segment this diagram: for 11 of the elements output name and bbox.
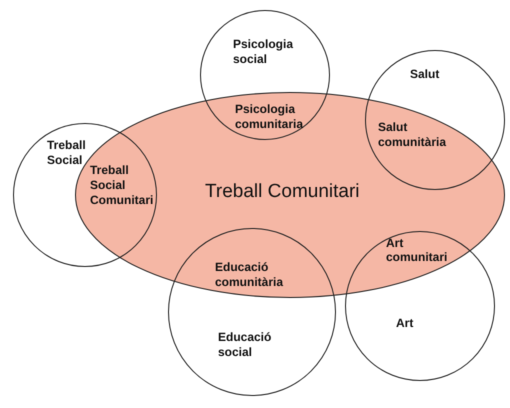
region-label: Salut comunitària <box>378 120 448 150</box>
region-label: Educació comunitària <box>215 260 284 290</box>
region-label: Treball Social <box>47 138 87 168</box>
region-label: Art <box>396 316 414 331</box>
region-label: Psicologia comunitaria <box>235 102 304 132</box>
region-label: Salut <box>410 67 440 82</box>
region-label: Educació social <box>218 330 272 360</box>
region-label: Treball Social Comunitari <box>90 163 154 208</box>
region-label: Art comunitari <box>386 236 448 264</box>
region-label: Psicologia social <box>233 37 294 67</box>
region-title: Treball Comunitari <box>205 181 360 203</box>
